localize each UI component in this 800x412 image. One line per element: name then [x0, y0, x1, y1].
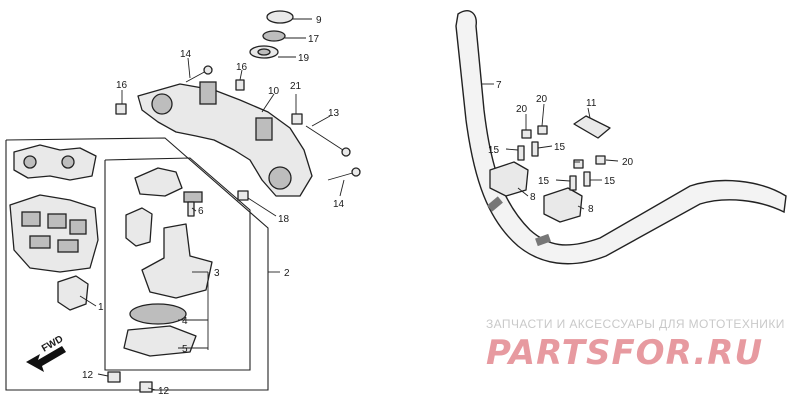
watermark: ЗАПЧАСТИ И АКСЕССУАРЫ ДЛЯ МОТОТЕХНИКИ PA…	[486, 317, 785, 373]
label-part-9: 9	[316, 15, 322, 26]
forward-direction-marker: FWD	[26, 334, 66, 372]
assembly-frame	[5, 137, 269, 391]
watermark-tagline: ЗАПЧАСТИ И АКСЕССУАРЫ ДЛЯ МОТОТЕХНИКИ	[486, 317, 785, 331]
label-part-18: 18	[278, 214, 290, 225]
label-part-11: 11	[586, 98, 597, 109]
label-part-15-d: 15	[604, 176, 616, 187]
label-part-19: 19	[298, 53, 310, 64]
label-part-20-c: 20	[622, 157, 634, 168]
handlebar-holders	[489, 115, 611, 223]
meter-assembly	[9, 144, 99, 311]
label-part-12-right: 12	[158, 386, 170, 397]
leader-lines	[79, 18, 619, 391]
label-part-15-c: 15	[538, 176, 550, 187]
label-part-8-right: 8	[588, 204, 594, 215]
label-part-16-left: 16	[116, 80, 128, 91]
label-part-4: 4	[182, 316, 188, 327]
reference-labels: 9 17 19 14 16 16 10 21 13 14 18 2 3 4 5 …	[82, 15, 634, 397]
top-bridge	[137, 81, 313, 197]
label-part-12-left: 12	[82, 370, 94, 381]
label-part-5: 5	[182, 344, 188, 355]
label-part-15-a: 15	[488, 145, 500, 156]
label-part-15-b: 15	[554, 142, 566, 153]
label-part-7: 7	[496, 80, 502, 91]
label-part-10: 10	[268, 86, 280, 97]
label-part-1: 1	[98, 302, 104, 313]
label-part-20-a: 20	[516, 104, 528, 115]
label-part-16-right: 16	[236, 62, 248, 73]
label-part-6: 6	[198, 206, 204, 217]
label-part-14-bottom: 14	[333, 199, 345, 210]
fasteners	[107, 10, 361, 393]
label-part-13: 13	[328, 108, 340, 119]
label-part-17: 17	[308, 34, 320, 45]
ignition-switch-parts	[123, 167, 213, 357]
label-part-20-b: 20	[536, 94, 548, 105]
label-part-3: 3	[214, 268, 220, 279]
label-part-8-left: 8	[530, 192, 536, 203]
watermark-logo: PARTSFOR.RU	[486, 333, 763, 373]
label-part-21: 21	[290, 81, 302, 92]
label-part-2: 2	[284, 268, 290, 279]
label-part-14-top: 14	[180, 49, 192, 60]
handlebar	[455, 10, 787, 265]
